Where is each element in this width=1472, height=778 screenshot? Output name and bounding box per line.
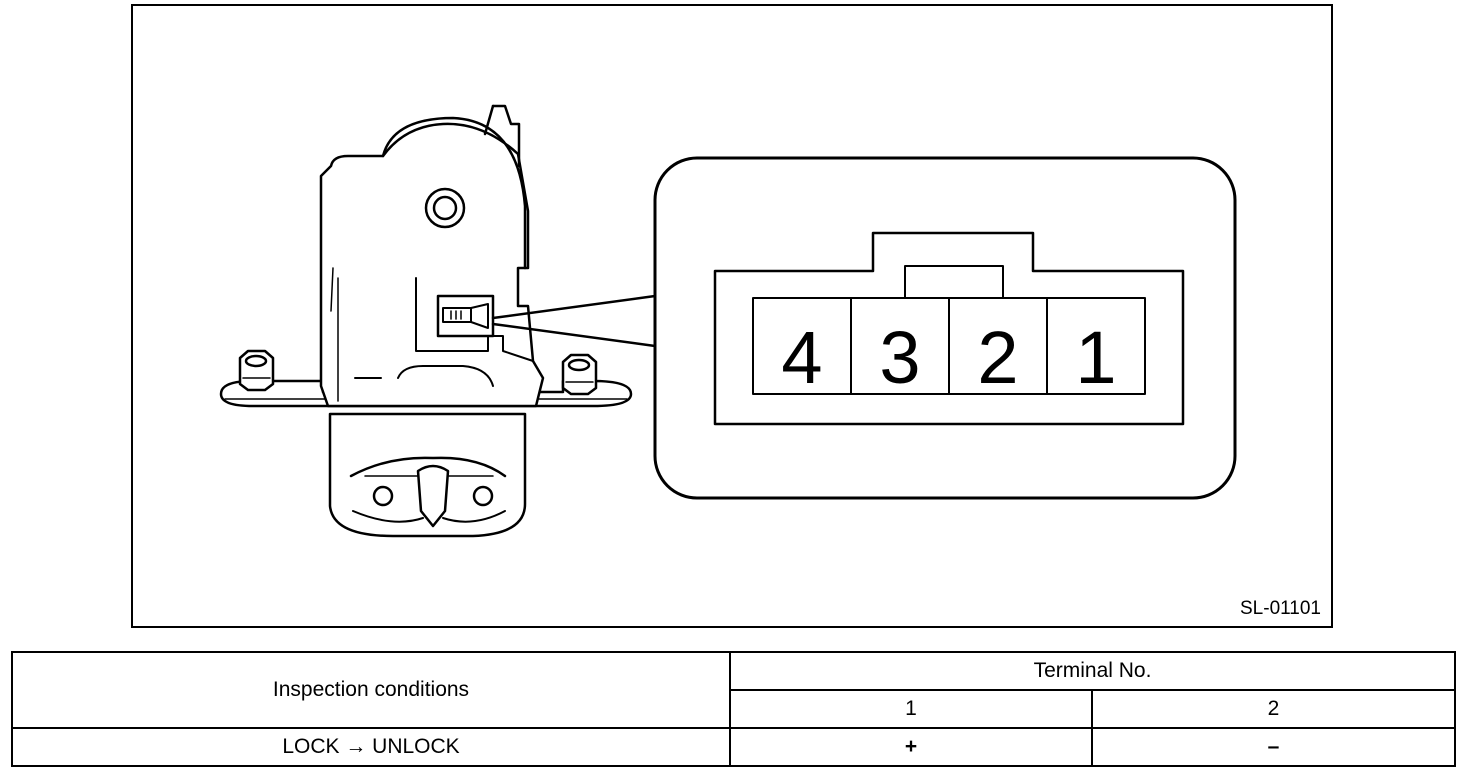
header-inspection-conditions: Inspection conditions xyxy=(11,651,731,729)
latch-actuator-illustration xyxy=(219,104,633,538)
inspection-table: Inspection conditions Terminal No. 1 2 L… xyxy=(11,651,1456,767)
row-terminal-2-value: – xyxy=(1091,727,1456,767)
connector-pin-1: 1 xyxy=(1075,316,1116,399)
connector-pin-3: 3 xyxy=(879,316,920,399)
connector-pin-4: 4 xyxy=(781,316,822,399)
latch-diagram: 4 3 2 1 xyxy=(219,104,1237,538)
header-terminal-2: 2 xyxy=(1091,689,1456,729)
row-terminal-1-value: + xyxy=(729,727,1093,767)
diagram-frame: 4 3 2 1 SL-01101 xyxy=(131,4,1333,628)
callout-leader xyxy=(491,294,657,348)
row-condition: LOCK → UNLOCK xyxy=(11,727,731,767)
connector-callout: 4 3 2 1 xyxy=(653,156,1237,500)
table-row: LOCK → UNLOCK + – xyxy=(11,727,1456,767)
table-header-row: Inspection conditions Terminal No. xyxy=(11,651,1456,729)
header-terminal-no: Terminal No. xyxy=(729,651,1456,691)
connector-pin-2: 2 xyxy=(977,316,1018,399)
figure-code: SL-01101 xyxy=(1240,598,1321,619)
header-terminal-1: 1 xyxy=(729,689,1093,729)
table-subheader-row: 1 2 xyxy=(12,689,1456,729)
